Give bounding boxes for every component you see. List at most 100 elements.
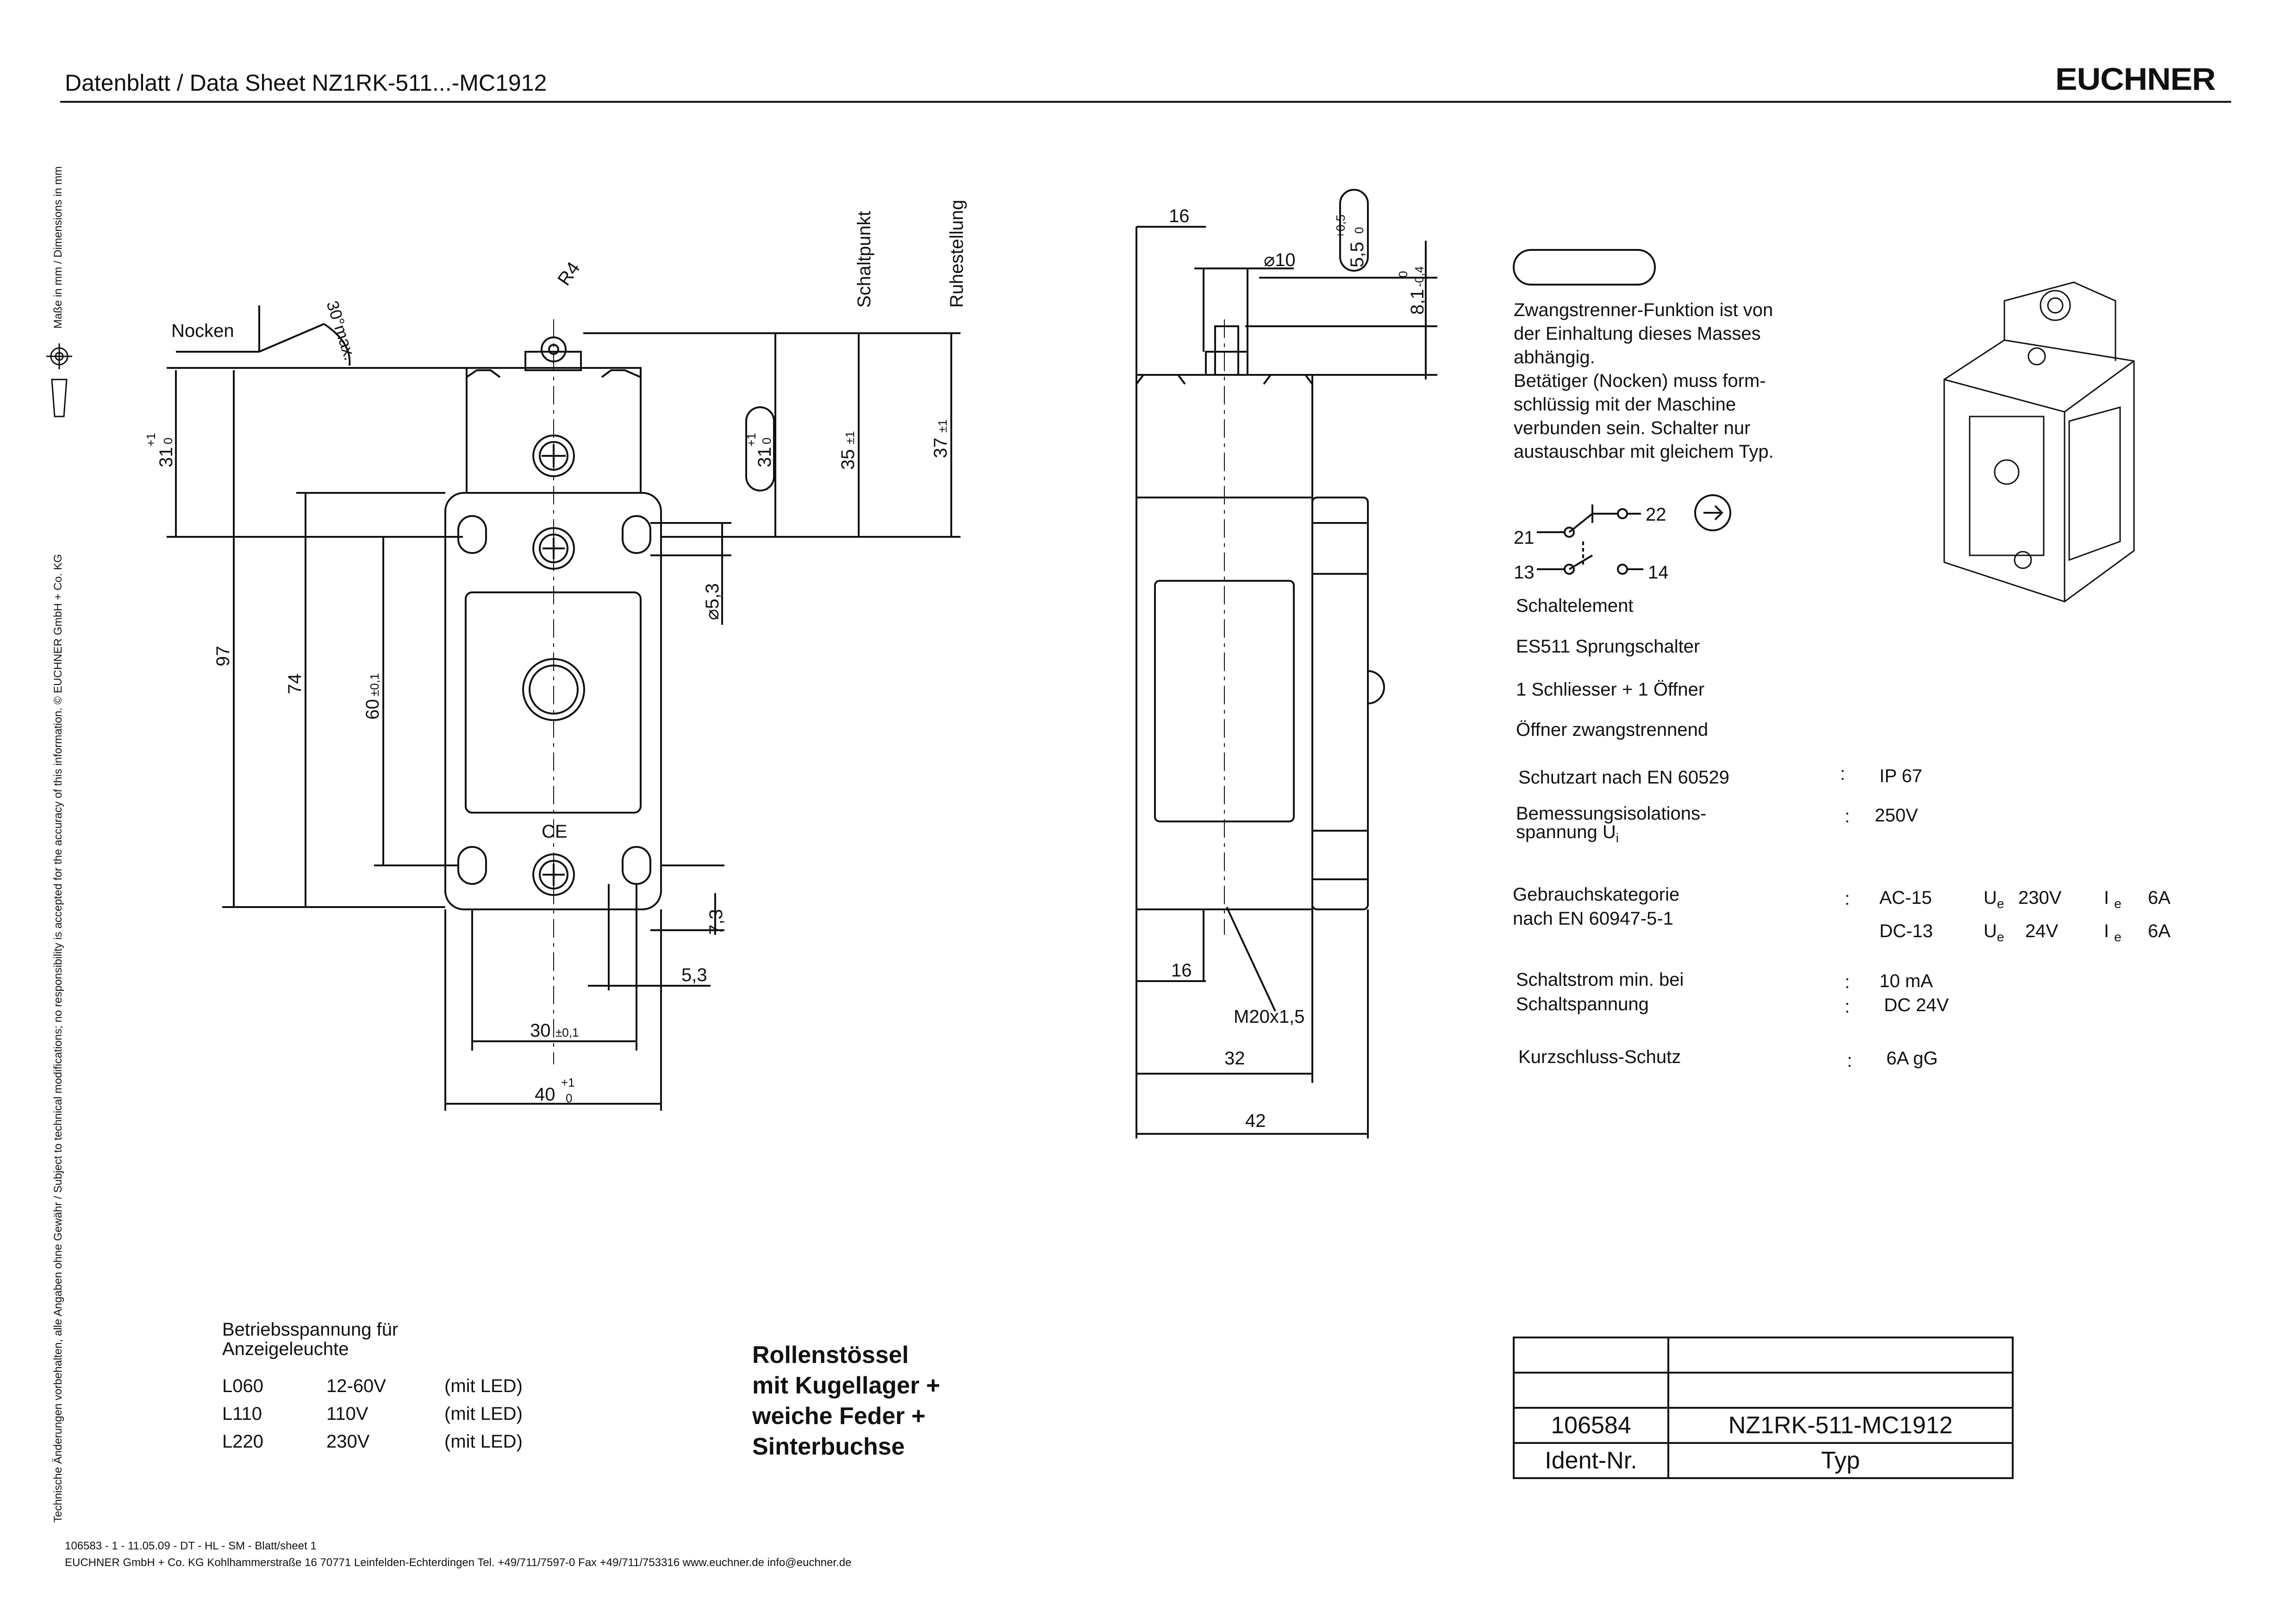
i-sub: e xyxy=(2114,930,2121,944)
lamp-voltage: 230V xyxy=(326,1431,370,1452)
dim-37: 37 xyxy=(930,438,951,459)
oeffner-note: Öffner zwangstrennend xyxy=(1516,720,1709,740)
positive-opening-icon xyxy=(1694,494,1731,531)
gebrauch-sep: : xyxy=(1845,889,1850,909)
gebrauch-cat: AC-15 xyxy=(1879,888,1932,908)
spec-label-sub: i xyxy=(1616,831,1619,845)
lamp-note: (mit LED) xyxy=(444,1375,523,1396)
lamp-code: L220 xyxy=(222,1431,263,1452)
gebrauch-cat: DC-13 xyxy=(1879,921,1933,941)
header-rule xyxy=(60,101,2231,103)
ce-mark: CE xyxy=(542,821,568,842)
spec-label: Bemessungsisolations- spannung Ui xyxy=(1516,804,1706,847)
contact-config: 1 Schliesser + 1 Öffner xyxy=(1516,679,1705,700)
dim-8-1: 8,1 xyxy=(1407,289,1428,315)
u-sub: e xyxy=(1997,896,2004,911)
table-row: L220 230V (mit LED) xyxy=(222,1430,523,1458)
product-image xyxy=(1943,281,2135,603)
schaltstrom-label: Schaltstrom min. bei xyxy=(1516,970,1684,990)
lamp-note: (mit LED) xyxy=(444,1431,523,1452)
table-row: L060 12-60V (mit LED) xyxy=(222,1374,523,1402)
table-cell-empty xyxy=(1667,1337,2014,1374)
u-symbol: U xyxy=(1984,888,1997,908)
lamp-voltage: 12-60V xyxy=(326,1375,386,1396)
lamp-voltage: 110V xyxy=(326,1403,368,1424)
dim-60-tol: ±0,1 xyxy=(368,673,381,696)
gebrauch-i-val: 6A xyxy=(2148,921,2171,941)
gebrauch-u-val: 230V xyxy=(2018,888,2062,908)
gebrauch-i: I e xyxy=(2104,888,2121,911)
dim-hole: ⌀5,3 xyxy=(702,583,723,620)
contact-symbol-icon xyxy=(1537,504,1643,575)
dim-35-tol: ±1 xyxy=(843,431,857,444)
table-row xyxy=(1513,1337,2014,1374)
function-note-line: Zwangstrenner-Funktion ist von xyxy=(1514,300,1773,320)
lamp-code: L060 xyxy=(222,1375,263,1396)
schaltspannung-sep: : xyxy=(1845,996,1850,1017)
footer-doc-info: 106583 - 1 - 11.05.09 - DT - HL - SM - B… xyxy=(65,1540,317,1552)
function-note-line: austauschbar mit gleichem Typ. xyxy=(1514,442,1774,462)
dim-30: 30 xyxy=(530,1020,551,1041)
dim-31-tol-upper: +1 xyxy=(144,433,158,447)
spec-label-line2: spannung Ui xyxy=(1516,823,1706,847)
page-title: Datenblatt / Data Sheet NZ1RK-511...-MC1… xyxy=(65,70,547,96)
contact-13: 13 xyxy=(1514,562,1535,583)
dim-7-3: 7,3 xyxy=(706,909,726,935)
label-angle: 30°max. xyxy=(323,298,360,363)
u-sub: e xyxy=(1997,930,2004,944)
spec-sep: : xyxy=(1840,764,1846,784)
type-designation: NZ1RK-511-MC1912 xyxy=(1667,1407,2014,1444)
contact-22: 22 xyxy=(1646,504,1666,525)
dim-d10: ⌀10 xyxy=(1264,250,1296,270)
table-row: Ident-Nr.Typ xyxy=(1513,1442,2014,1479)
gebrauch-label-line: Gebrauchskategorie xyxy=(1513,884,1680,905)
dim-8-1-tol-lower: -0,4 xyxy=(1412,266,1426,287)
dim-40-tol-lower: 0 xyxy=(566,1091,572,1105)
typ-header: Typ xyxy=(1667,1442,2014,1479)
dim-31-tol-lower: 0 xyxy=(161,438,175,444)
dim-32: 32 xyxy=(1224,1048,1245,1069)
function-note: Zwangstrenner-Funktion ist von der Einha… xyxy=(1514,298,1774,464)
function-note-line: der Einhaltung dieses Masses xyxy=(1514,323,1761,344)
schaltspannung-label: Schaltspannung xyxy=(1516,994,1649,1014)
dim-16-top: 16 xyxy=(1169,206,1190,226)
kurzschluss-value: 6A gG xyxy=(1886,1048,1938,1069)
ident-number: 106584 xyxy=(1513,1407,1669,1444)
dim-31-b: 31 xyxy=(755,447,775,468)
ident-header: Ident-Nr. xyxy=(1513,1442,1669,1479)
dim-35: 35 xyxy=(838,449,858,470)
gebrauch-i: I e xyxy=(2104,921,2121,945)
spec-sep: : xyxy=(1845,806,1850,827)
function-note-line: Betätiger (Nocken) muss form- xyxy=(1514,371,1766,391)
dim-5-5-tol-lower: 0 xyxy=(1352,227,1366,234)
gebrauch-label: Gebrauchskategorie nach EN 60947-5-1 xyxy=(1513,883,1679,931)
contact-21: 21 xyxy=(1514,528,1535,548)
gebrauch-u-val: 24V xyxy=(2025,921,2059,941)
product-description: Rollenstössel mit Kugellager + weiche Fe… xyxy=(752,1340,1039,1462)
kurzschluss-label: Kurzschluss-Schutz xyxy=(1518,1047,1681,1067)
dim-8-1-tol-upper: 0 xyxy=(1396,271,1410,278)
i-symbol: I xyxy=(2104,888,2109,908)
lamp-heading-line: Anzeigeleuchte xyxy=(222,1339,349,1359)
dim-42: 42 xyxy=(1245,1111,1266,1131)
lamp-voltage-table: L060 12-60V (mit LED) L110 110V (mit LED… xyxy=(222,1374,523,1458)
schaltstrom-sep: : xyxy=(1845,972,1850,992)
label-radius: R4 xyxy=(554,258,584,289)
i-sub: e xyxy=(2114,896,2121,911)
contact-14: 14 xyxy=(1648,562,1669,583)
spec-value: IP 67 xyxy=(1879,766,1922,786)
gebrauch-label-line: nach EN 60947-5-1 xyxy=(1513,908,1673,929)
lamp-heading-line: Betriebsspannung für xyxy=(222,1319,399,1340)
gebrauch-u: Ue xyxy=(1984,921,2004,945)
dim-16-bottom: 16 xyxy=(1171,960,1192,981)
element-type: ES511 Sprungschalter xyxy=(1516,636,1700,657)
footer-address: EUCHNER GmbH + Co. KG Kohlhammerstraße 1… xyxy=(65,1556,852,1569)
dim-37-tol: ±1 xyxy=(936,419,949,433)
spec-label: Schutzart nach EN 60529 xyxy=(1518,767,1729,788)
dim-97: 97 xyxy=(213,646,233,667)
dim-31: 31 xyxy=(156,447,176,468)
dim-40: 40 xyxy=(535,1084,555,1105)
